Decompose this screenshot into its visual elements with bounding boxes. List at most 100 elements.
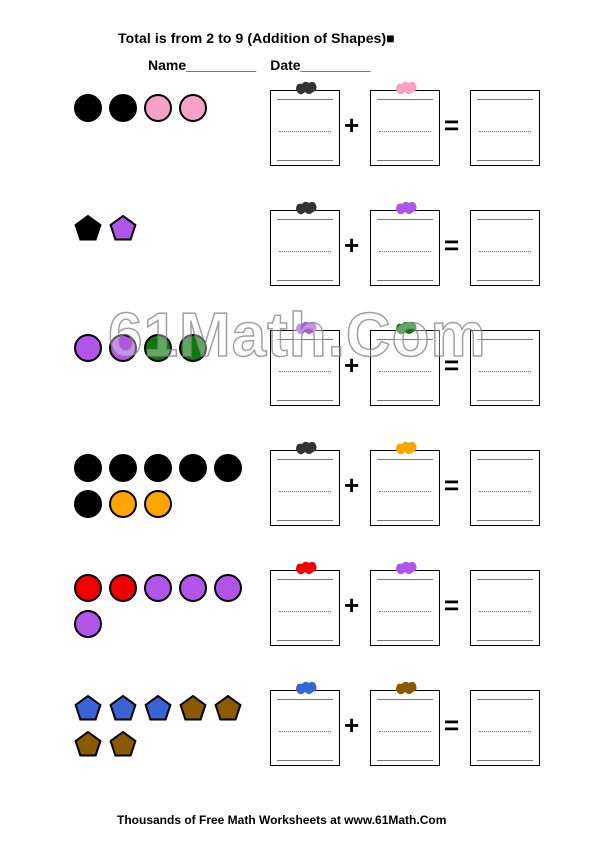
circle-shape xyxy=(109,334,137,362)
box-rule-line xyxy=(277,459,333,460)
box-rule-line xyxy=(377,280,433,281)
dotted-answer-line xyxy=(379,131,431,132)
pentagon-shape xyxy=(179,694,207,721)
addend-box-2[interactable] xyxy=(370,81,440,166)
circle-shape xyxy=(74,454,102,482)
addend-box-1[interactable] xyxy=(270,681,340,766)
answer-box[interactable] xyxy=(470,450,540,526)
plus-sign: + xyxy=(344,590,360,620)
box-rule-line xyxy=(377,400,433,401)
pentagon-shape xyxy=(74,694,102,721)
problem-row-5: += xyxy=(0,561,595,650)
circle-shape xyxy=(214,574,242,602)
box-rule-line xyxy=(477,400,533,401)
circle-shape xyxy=(74,94,102,122)
circle-shape xyxy=(74,334,102,362)
box-rule-line xyxy=(277,520,333,521)
addend-box-2[interactable] xyxy=(370,441,440,526)
addend-box-1[interactable] xyxy=(270,561,340,646)
date-field[interactable]: Date_________ xyxy=(270,57,371,73)
addend-box-1[interactable] xyxy=(270,81,340,166)
box-rule-line xyxy=(477,280,533,281)
circle-shape xyxy=(109,490,137,518)
addend-box-2[interactable] xyxy=(370,201,440,286)
plus-sign: + xyxy=(344,470,360,500)
problem-row-1: += xyxy=(0,81,595,170)
problem-row-6: += xyxy=(0,681,595,770)
box-rule-line xyxy=(277,640,333,641)
box-rule-line xyxy=(477,459,533,460)
box-rule-line xyxy=(377,640,433,641)
shape-group xyxy=(74,574,242,638)
color-marker-icon xyxy=(296,681,317,695)
color-marker-icon xyxy=(396,681,417,695)
box-rule-line xyxy=(377,160,433,161)
pentagon-shape xyxy=(74,730,102,757)
color-marker-icon xyxy=(396,441,417,455)
addend-box-1[interactable] xyxy=(270,321,340,406)
box-rule-line xyxy=(477,760,533,761)
circle-shape xyxy=(74,610,102,638)
footer-text: Thousands of Free Math Worksheets at www… xyxy=(117,813,447,827)
box-rule-line xyxy=(477,699,533,700)
answer-box[interactable] xyxy=(470,330,540,406)
box-rule-line xyxy=(477,99,533,100)
dotted-answer-line xyxy=(479,371,531,372)
box-rule-line xyxy=(277,219,333,220)
circle-shape xyxy=(109,454,137,482)
dotted-answer-line xyxy=(279,131,331,132)
addend-box-1[interactable] xyxy=(270,201,340,286)
color-marker-icon xyxy=(296,81,317,95)
box-rule-line xyxy=(277,699,333,700)
shape-group xyxy=(74,454,242,518)
circle-shape xyxy=(144,574,172,602)
shape-group xyxy=(74,694,242,757)
name-field[interactable]: Name_________ xyxy=(148,57,257,73)
addend-box-2[interactable] xyxy=(370,681,440,766)
pentagon-shape xyxy=(144,694,172,721)
answer-box[interactable] xyxy=(470,90,540,166)
color-marker-icon xyxy=(396,81,417,95)
circle-shape xyxy=(144,454,172,482)
circle-shape xyxy=(109,574,137,602)
equals-sign: = xyxy=(444,230,460,260)
circle-shape xyxy=(179,574,207,602)
equals-sign: = xyxy=(444,350,460,380)
box-rule-line xyxy=(377,520,433,521)
pentagon-shape xyxy=(74,214,102,241)
dotted-answer-line xyxy=(479,611,531,612)
box-rule-line xyxy=(477,640,533,641)
dotted-answer-line xyxy=(379,371,431,372)
circle-shape xyxy=(74,574,102,602)
pentagon-shape xyxy=(109,730,137,757)
equals-sign: = xyxy=(444,590,460,620)
dotted-answer-line xyxy=(479,731,531,732)
color-marker-icon xyxy=(296,561,317,575)
color-marker-icon xyxy=(396,201,417,215)
dotted-answer-line xyxy=(379,251,431,252)
addend-box-2[interactable] xyxy=(370,321,440,406)
circle-shape xyxy=(144,490,172,518)
dotted-answer-line xyxy=(479,251,531,252)
dotted-answer-line xyxy=(379,491,431,492)
dotted-answer-line xyxy=(279,251,331,252)
circle-shape xyxy=(214,454,242,482)
dotted-answer-line xyxy=(279,491,331,492)
dotted-answer-line xyxy=(479,491,531,492)
addend-box-1[interactable] xyxy=(270,441,340,526)
equals-sign: = xyxy=(444,110,460,140)
name-date-line: Name_________ Date_________ xyxy=(148,57,371,73)
equals-sign: = xyxy=(444,470,460,500)
dotted-answer-line xyxy=(279,731,331,732)
shape-group xyxy=(74,334,207,362)
answer-box[interactable] xyxy=(470,690,540,766)
problem-row-3: += xyxy=(0,321,595,410)
answer-box[interactable] xyxy=(470,570,540,646)
box-rule-line xyxy=(277,579,333,580)
addend-box-2[interactable] xyxy=(370,561,440,646)
box-rule-line xyxy=(277,280,333,281)
box-rule-line xyxy=(277,760,333,761)
equals-sign: = xyxy=(444,710,460,740)
shape-group xyxy=(74,214,137,241)
answer-box[interactable] xyxy=(470,210,540,286)
